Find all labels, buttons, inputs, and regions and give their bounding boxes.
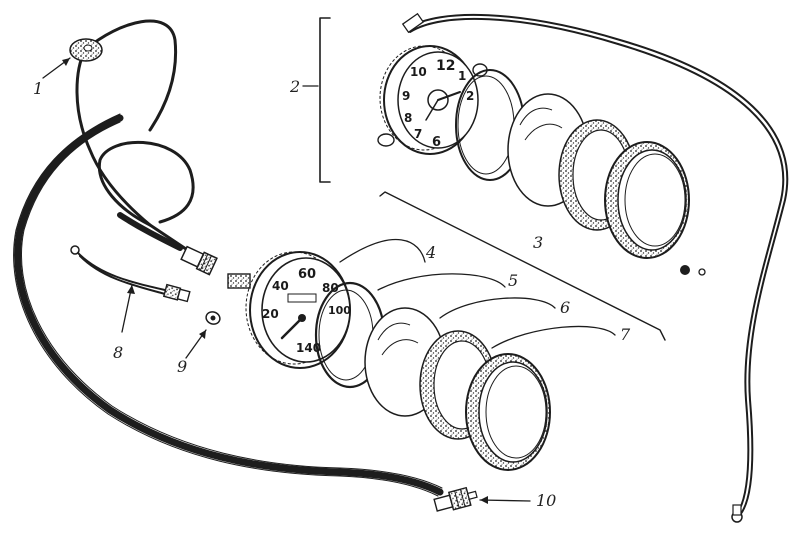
clock-numeral-1: 1 [458, 69, 466, 83]
bulb-socket [205, 311, 221, 325]
speedo-numeral-100: 100 [328, 304, 351, 317]
clock-lead-wire [401, 12, 789, 523]
part-labels: 1 2 3 4 5 6 7 8 9 10 [33, 77, 631, 510]
speedo-numeral-140: 140 [296, 341, 321, 355]
speedo-numeral-80: 80 [322, 281, 339, 295]
speedo-numeral-20: 20 [262, 307, 279, 321]
speedometer-drive-cable [13, 113, 444, 497]
label-part-3: 3 [533, 233, 543, 252]
group-bracket-2 [319, 17, 331, 183]
label-part-6: 6 [560, 298, 570, 317]
clock-numeral-12: 12 [436, 58, 455, 74]
cable-grommet-assembly [69, 19, 218, 276]
label-part-10: 10 [536, 491, 556, 510]
label-part-9: 9 [177, 357, 187, 376]
clock-numeral-2: 2 [466, 89, 474, 103]
clock-outer-rim [604, 141, 690, 259]
label-part-1: 1 [33, 79, 43, 98]
label-part-2: 2 [289, 77, 300, 96]
label-part-7: 7 [620, 325, 631, 344]
clock-body: 12 1 2 10 9 8 7 6 [377, 45, 488, 155]
speedo-rim [465, 353, 551, 471]
group-bracket-3 [379, 191, 666, 341]
clock-numeral-8: 8 [404, 111, 412, 125]
speedo-numeral-40: 40 [272, 279, 289, 293]
clock-assembly: 12 1 2 10 9 8 7 6 [319, 17, 706, 276]
cable-connector [180, 245, 218, 276]
cable-end-fitting [433, 486, 478, 512]
label-part-5: 5 [508, 271, 518, 290]
clock-numeral-7: 7 [414, 127, 422, 141]
clock-numeral-9: 9 [402, 89, 410, 103]
leader-lines [42, 57, 616, 504]
speedo-numeral-60: 60 [298, 267, 316, 282]
label-part-4: 4 [425, 243, 436, 262]
clock-screws [680, 265, 706, 276]
lamp-wire-lead [70, 245, 191, 303]
label-part-8: 8 [113, 343, 123, 362]
speedometer-assembly: 60 40 20 80 100 140 [227, 191, 666, 471]
clock-numeral-10: 10 [410, 65, 427, 79]
clock-numeral-6: 6 [432, 135, 441, 150]
speedometer-body: 60 40 20 80 100 140 [245, 251, 351, 369]
